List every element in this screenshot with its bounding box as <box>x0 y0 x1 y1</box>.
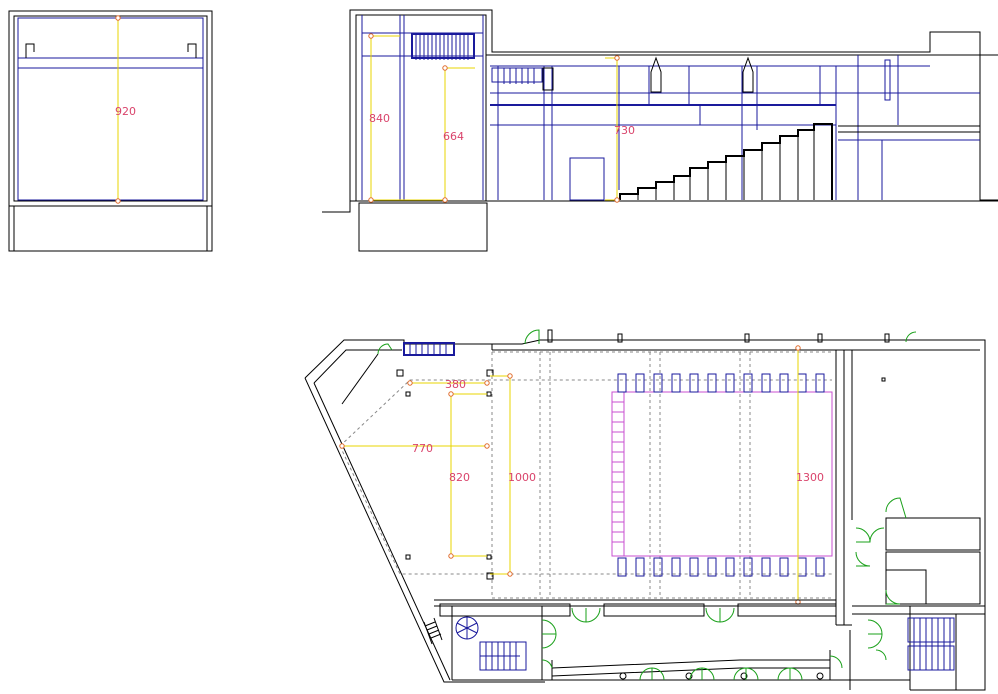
dim-plan-hall-width: 1300 <box>796 471 824 484</box>
dim-plan-stage-width: 380 <box>445 378 466 391</box>
floor-plan: 380 770 820 1000 1300 <box>304 329 986 691</box>
dim-stage-inner-height: 664 <box>443 130 464 143</box>
cross-section-left: 920 <box>8 10 213 252</box>
dim-plan-stage-inner: 820 <box>449 471 470 484</box>
dim-plan-stage-outer: 1000 <box>508 471 536 484</box>
dim-hall-height: 730 <box>614 124 635 137</box>
dim-plan-stage-depth: 770 <box>412 442 433 455</box>
longitudinal-section: 840 664 <box>322 9 998 252</box>
dim-section-left-height: 920 <box>115 105 136 118</box>
dim-stage-height: 840 <box>369 112 390 125</box>
